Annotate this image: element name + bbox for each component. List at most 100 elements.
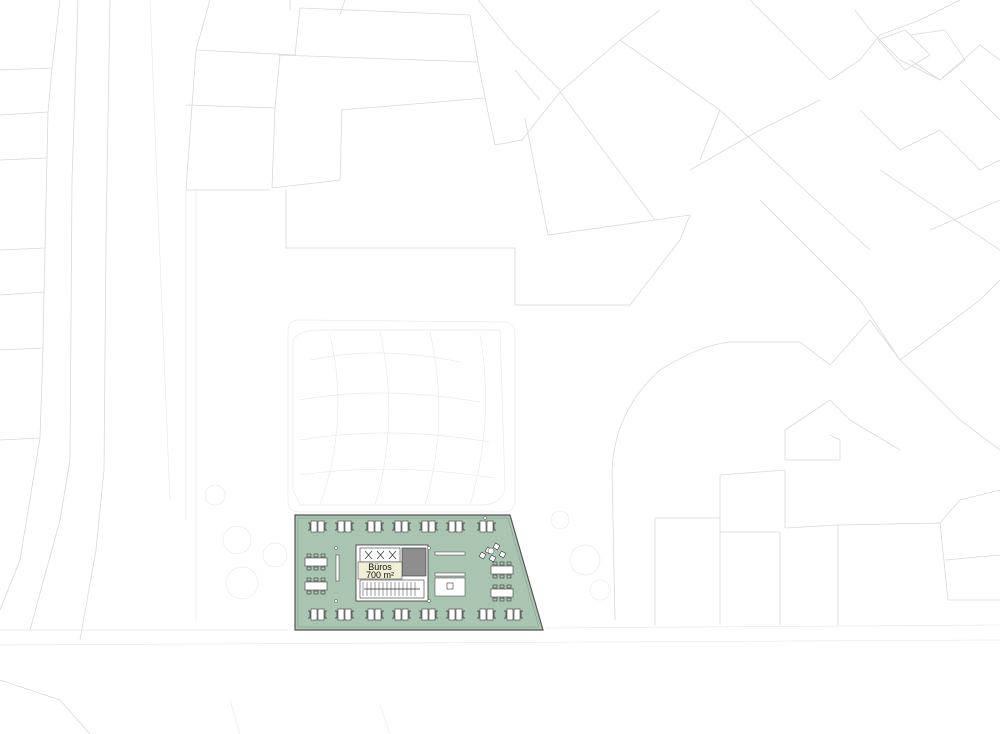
chair	[477, 522, 480, 531]
chair	[493, 522, 496, 531]
meeting-table	[304, 581, 328, 591]
desk	[367, 608, 375, 621]
chair	[499, 584, 505, 589]
desk	[337, 608, 345, 621]
chair	[335, 610, 338, 619]
chair	[320, 553, 326, 558]
desk	[344, 520, 352, 533]
desk	[513, 608, 521, 621]
chair	[324, 610, 327, 619]
chair	[313, 590, 319, 595]
chair	[520, 610, 523, 619]
desk	[374, 608, 382, 621]
column	[427, 546, 431, 550]
chair	[313, 577, 319, 582]
desk	[394, 608, 402, 621]
chair	[306, 590, 312, 595]
chair	[335, 522, 338, 531]
room-label: Büros	[368, 562, 392, 572]
chair	[492, 597, 498, 602]
chair	[492, 584, 498, 589]
chair	[320, 590, 326, 595]
lounge-chair	[488, 554, 497, 563]
chair	[435, 610, 438, 619]
chair	[419, 610, 422, 619]
desk	[317, 608, 325, 621]
chair	[477, 610, 480, 619]
chair	[324, 522, 327, 531]
chair	[392, 610, 395, 619]
chair	[381, 522, 384, 531]
floor-plan: Büros 700 m²	[294, 514, 544, 631]
chair	[506, 561, 512, 566]
chair	[313, 566, 319, 571]
lounge-chair	[478, 551, 487, 560]
column	[483, 516, 487, 520]
chair	[506, 574, 512, 579]
lounge-chair	[498, 550, 507, 559]
chair	[351, 610, 354, 619]
desk	[479, 520, 487, 533]
chair	[351, 522, 354, 531]
chair	[320, 577, 326, 582]
chair	[392, 522, 395, 531]
desk	[310, 520, 318, 533]
chair	[492, 574, 498, 579]
chair	[506, 584, 512, 589]
chair	[499, 561, 505, 566]
chair	[308, 610, 311, 619]
desk	[428, 520, 436, 533]
desk	[448, 520, 456, 533]
chair	[492, 561, 498, 566]
desk	[428, 608, 436, 621]
chair	[306, 553, 312, 558]
area-label: 700 m²	[366, 570, 394, 580]
table-detail	[446, 582, 454, 590]
chair	[435, 522, 438, 531]
chair	[499, 597, 505, 602]
conference-table	[434, 577, 466, 597]
chair	[320, 566, 326, 571]
meeting-table	[490, 588, 514, 598]
chair	[313, 553, 319, 558]
chair	[365, 522, 368, 531]
meeting-table	[490, 565, 514, 575]
chair	[308, 522, 311, 531]
desk	[455, 520, 463, 533]
counter	[434, 551, 466, 556]
chair	[462, 522, 465, 531]
building-core	[355, 544, 429, 602]
chair	[306, 566, 312, 571]
chair	[408, 522, 411, 531]
furniture	[304, 516, 523, 621]
chair	[493, 610, 496, 619]
chair	[419, 522, 422, 531]
chair	[408, 610, 411, 619]
column	[334, 546, 338, 550]
chair	[499, 574, 505, 579]
desk	[374, 520, 382, 533]
column	[427, 599, 431, 603]
desk	[337, 520, 345, 533]
meeting-table	[304, 557, 328, 567]
desk	[486, 520, 494, 533]
counter	[434, 572, 466, 577]
desk	[448, 608, 456, 621]
lounge-chair	[492, 542, 501, 551]
desk	[421, 608, 429, 621]
chair	[446, 522, 449, 531]
desk	[401, 608, 409, 621]
desk	[486, 608, 494, 621]
lounge-table	[487, 547, 495, 555]
desk	[506, 608, 514, 621]
desk	[455, 608, 463, 621]
column	[334, 599, 338, 603]
chair	[306, 577, 312, 582]
desk	[394, 520, 402, 533]
chair	[446, 610, 449, 619]
chair	[504, 610, 507, 619]
desk	[479, 608, 487, 621]
desk	[401, 520, 409, 533]
desk	[344, 608, 352, 621]
